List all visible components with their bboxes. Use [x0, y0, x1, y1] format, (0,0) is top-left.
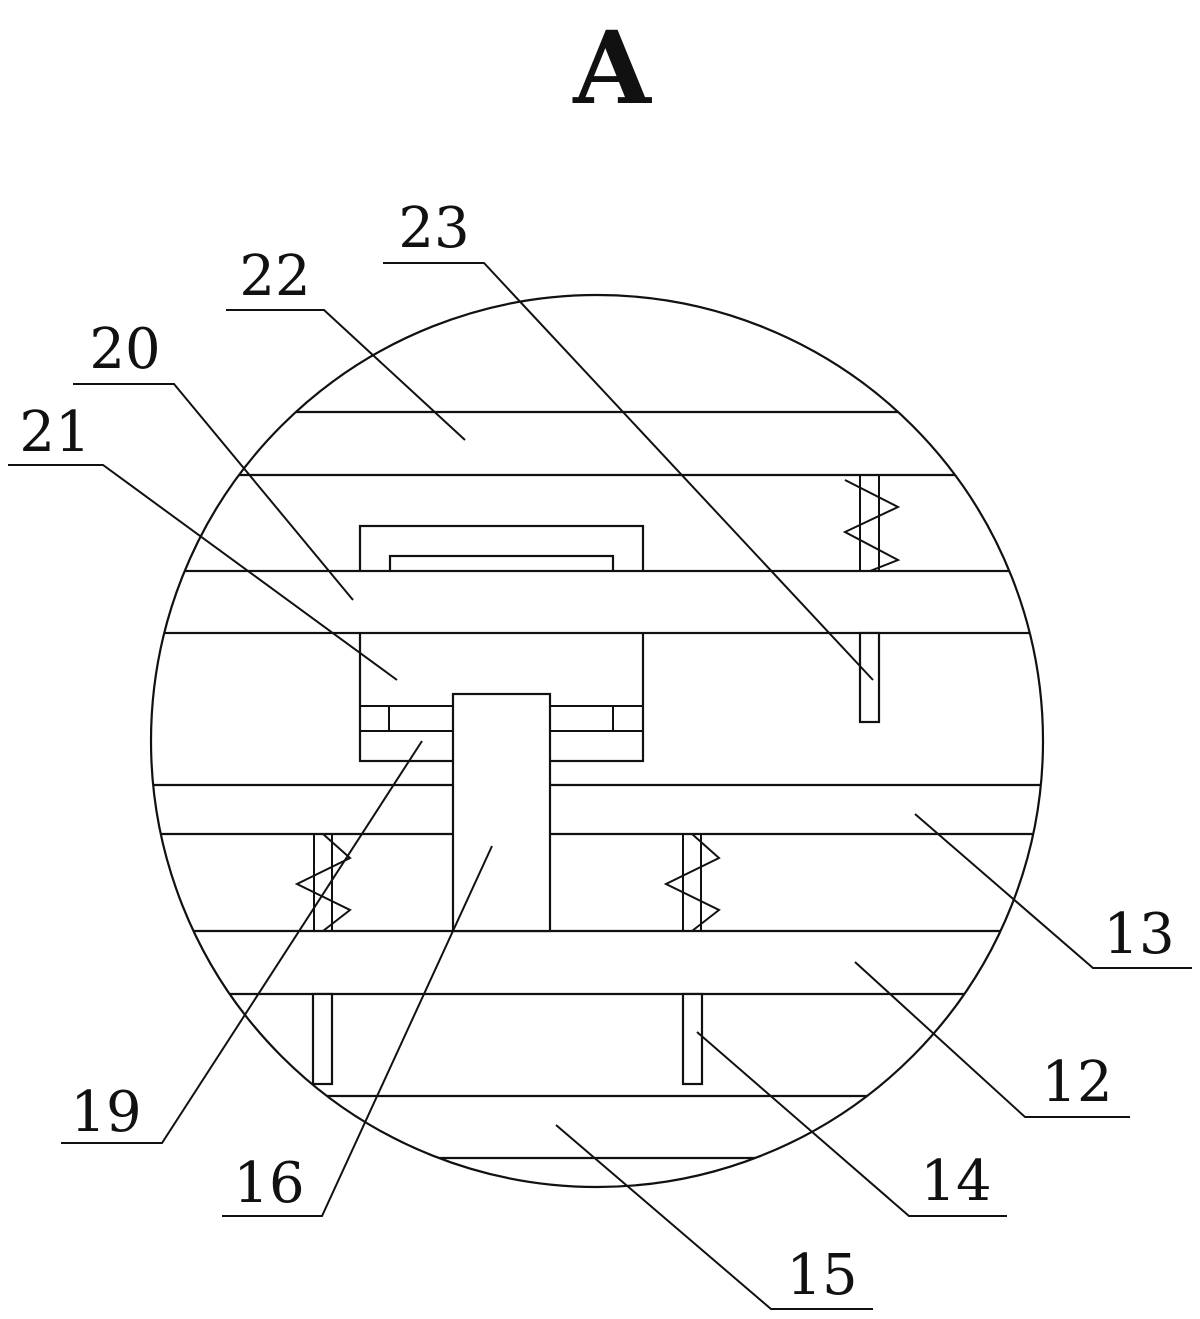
- detail-circle: [149, 293, 1045, 1189]
- leader-14: [696, 1031, 1007, 1217]
- label-15: 15: [786, 1243, 857, 1308]
- label-22: 22: [239, 244, 310, 309]
- leader-12: [854, 961, 1130, 1118]
- label-23: 23: [398, 196, 469, 261]
- post-14-right: [681, 992, 704, 1086]
- label-20: 20: [89, 317, 160, 382]
- spring-lower-right: [663, 833, 721, 932]
- label-12: 12: [1041, 1050, 1112, 1115]
- plate-20: [151, 569, 1043, 635]
- spring-upper-right: [842, 479, 901, 572]
- detail-title: A: [572, 9, 652, 127]
- post-14-left: [311, 992, 334, 1086]
- leader-13: [914, 813, 1192, 969]
- label-14: 14: [920, 1149, 991, 1214]
- spring-lower-left: [294, 833, 352, 932]
- part-labels: 23 22 20 21 13 12 19 16 14 15: [19, 196, 1174, 1308]
- label-16: 16: [233, 1151, 304, 1216]
- shaft-16: [451, 692, 552, 933]
- leader-22: [226, 309, 466, 441]
- label-13: 13: [1103, 902, 1174, 967]
- label-21: 21: [19, 400, 90, 465]
- leader-lines: [8, 262, 1192, 1310]
- label-19: 19: [70, 1080, 141, 1145]
- leader-19: [61, 740, 423, 1144]
- leader-23: [383, 262, 874, 681]
- leader-20: [73, 383, 354, 601]
- leader-15: [555, 1124, 873, 1310]
- detail-view-content: [151, 410, 1043, 1160]
- leader-16: [222, 845, 493, 1217]
- leader-21: [8, 464, 398, 681]
